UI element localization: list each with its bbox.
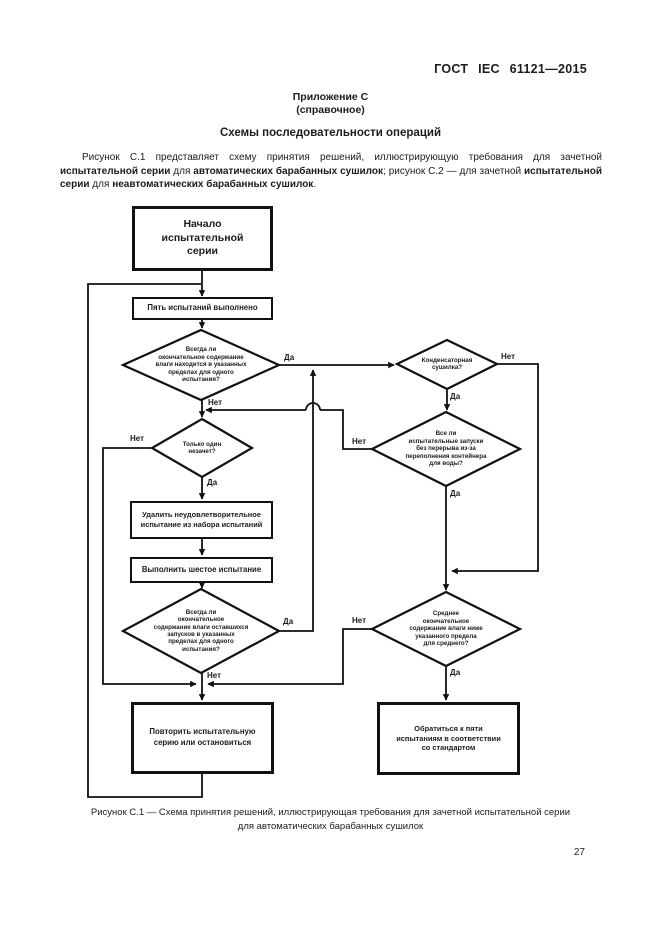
- section-title: Схемы последовательности операций: [219, 127, 442, 139]
- doc-number: ГОСТ IEC 61121—2015: [434, 62, 587, 76]
- intro-segment: .: [313, 179, 317, 190]
- page-number: 27: [573, 847, 585, 858]
- edge-label-yes: Да: [450, 489, 461, 498]
- intro-segment: ; рисунок С.2 — для зачетной: [383, 165, 524, 177]
- decision-condenser-shape: [394, 338, 500, 391]
- node-start: Начало испытательной серии: [132, 206, 273, 271]
- decision-condenser-label: Конденсаторная сушилка?: [421, 356, 473, 371]
- node-refer-five: Обратиться к пяти испытаниям в соответст…: [377, 702, 520, 775]
- flowchart-connectors: [87, 271, 539, 798]
- intro-segment-bold: автоматических барабанных сушилок: [193, 165, 384, 177]
- figure-caption: Рисунок С.1 — Схема принятия решений, ил…: [90, 807, 571, 832]
- intro-segment: Рисунок С.1 представляет схему принятия …: [82, 152, 602, 163]
- edge-label-yes: Да: [207, 478, 218, 487]
- edge-label-no: Нет: [130, 434, 145, 443]
- edge-label-no: Нет: [501, 352, 516, 361]
- decision-remaining-shape: [120, 587, 282, 675]
- node-five-tests: Пять испытаний выполнено: [132, 297, 273, 320]
- decision-one-fail-shape: [149, 417, 255, 479]
- intro-segment-bold: испытательной серии: [60, 165, 171, 177]
- node-repeat-series: Повторить испытательную серию или остано…: [131, 702, 274, 774]
- edge-label-yes: Да: [284, 353, 295, 362]
- decision-water-container-shape: [369, 410, 523, 488]
- decision-one-fail-label: Только один незачет?: [182, 440, 222, 455]
- decision-final-moisture-label: Всегда ли окончательное содержание влаги…: [155, 346, 247, 384]
- edge-label-yes: Да: [450, 668, 461, 677]
- decision-remaining-label: Всегда ли окончательное содержание влаги…: [153, 608, 249, 653]
- intro-segment: для: [170, 165, 194, 177]
- edge-label-no: Нет: [352, 616, 367, 625]
- decision-water-container-label: Все ли испытательные запуски без перерыв…: [405, 430, 487, 468]
- edge-label-no: Нет: [352, 437, 367, 446]
- decision-average-label: Среднее окончательное содержание влаги н…: [409, 610, 483, 648]
- decision-average-shape: [369, 590, 523, 668]
- intro-segment-bold: неавтоматических барабанных сушилок: [112, 179, 314, 190]
- decision-final-moisture-shape: [120, 328, 282, 402]
- node-remove-test: Удалить неудовлетворительное испытание и…: [130, 501, 273, 539]
- edge-label-yes: Да: [283, 617, 294, 626]
- intro-paragraph: Рисунок С.1 представляет схему принятия …: [60, 151, 602, 192]
- edge-label-no: Нет: [207, 671, 222, 680]
- appendix-label: Приложение С: [292, 91, 369, 103]
- node-sixth-test: Выполнить шестое испытание: [130, 557, 273, 583]
- intro-segment: для: [89, 179, 113, 190]
- appendix-note: (справочное): [296, 104, 365, 116]
- edge-label-yes: Да: [450, 392, 461, 401]
- intro-segment-bold: испытательной серии: [60, 165, 602, 191]
- edge-label-no: Нет: [208, 398, 223, 407]
